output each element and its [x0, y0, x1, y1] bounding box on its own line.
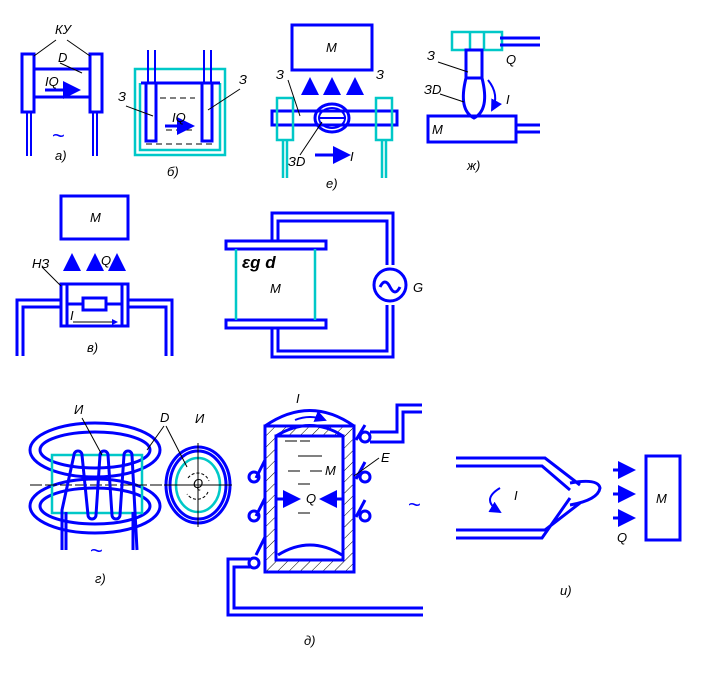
caption-zh: ж) — [466, 158, 480, 173]
label-q: Q — [101, 253, 111, 268]
label-i: I — [350, 149, 354, 164]
caption-g: г) — [95, 571, 106, 586]
scheme-d-induction-furnace: I М E Q ~ д) — [226, 391, 423, 648]
label-formula: εg d — [242, 253, 276, 272]
caption-e: е) — [326, 176, 338, 191]
label-z2: З — [239, 72, 247, 87]
label-m: М — [90, 210, 101, 225]
caption-v: в) — [87, 340, 98, 355]
scheme-i-electron-plasma: I М Q и) — [456, 454, 682, 598]
label-z: З — [427, 48, 435, 63]
label-d: D — [160, 410, 169, 425]
label-g: G — [413, 280, 423, 295]
label-iq: IQ — [45, 74, 59, 89]
caption-i: и) — [560, 583, 572, 598]
label-q: Q — [193, 476, 203, 491]
label-i: I — [296, 391, 300, 406]
label-zd: ЗD — [288, 154, 305, 169]
label-m: М — [656, 491, 667, 506]
label-z1: З — [118, 89, 126, 104]
label-q: Q — [306, 491, 316, 506]
scheme-g-induction-heating: И D И Q ~ г) — [28, 402, 232, 586]
label-i: I — [514, 488, 518, 503]
label-ku: КУ — [55, 22, 73, 37]
label-i1: И — [74, 402, 84, 417]
scheme-zh-arc-contact: З Q ЗD I М ж) — [424, 30, 540, 173]
label-m: М — [270, 281, 281, 296]
caption-a: а) — [55, 148, 67, 163]
caption-b: б) — [167, 164, 179, 179]
label-m: М — [432, 122, 443, 137]
scheme-v-indirect-resistance: М Q НЗ I в) — [15, 194, 174, 356]
label-i: I — [70, 308, 74, 323]
caption-d: д) — [304, 633, 316, 648]
label-e: E — [381, 450, 390, 465]
scheme-b-electrode-bath: З З IQ б) — [118, 50, 247, 179]
label-i2: И — [195, 411, 205, 426]
ac-symbol: ~ — [90, 538, 103, 563]
label-q: Q — [506, 52, 516, 67]
label-d: D — [58, 50, 67, 65]
label-z2: З — [376, 67, 384, 82]
inductor-turns — [247, 424, 372, 570]
label-iq: IQ — [172, 110, 186, 125]
ac-symbol: ~ — [408, 492, 421, 517]
label-q: Q — [617, 530, 627, 545]
label-z1: З — [276, 67, 284, 82]
label-m: М — [326, 40, 337, 55]
label-i: I — [506, 92, 510, 107]
label-m: М — [325, 463, 336, 478]
label-zd: ЗD — [424, 82, 441, 97]
scheme-a-direct-resistance: КУ D IQ ~ а) — [20, 22, 104, 163]
label-nz: НЗ — [32, 256, 49, 271]
scheme-dielectric-heating: εg d М G — [224, 211, 423, 359]
ac-symbol: ~ — [52, 123, 65, 148]
scheme-e-contact-heating: М З З ЗD I е) — [270, 23, 399, 191]
